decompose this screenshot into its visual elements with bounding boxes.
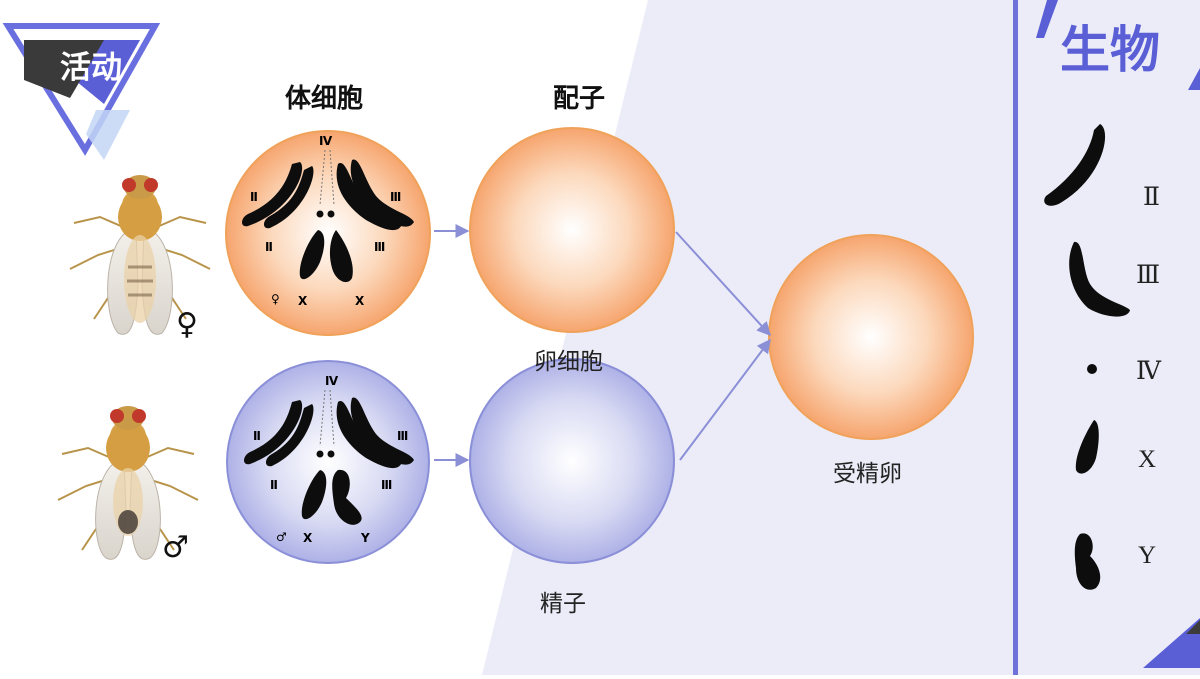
legend-label-iii: Ⅲ [1136, 262, 1161, 289]
male-mark-iii-lower: Ⅲ [381, 478, 393, 492]
female-chromosomes [242, 149, 414, 283]
activity-badge-label: 活动 [60, 50, 122, 86]
female-mark-x-left: X [298, 294, 308, 308]
female-mark-ii-upper: Ⅱ [250, 190, 258, 204]
subject-title: 生物 [1060, 21, 1160, 79]
side-divider [1013, 0, 1018, 675]
male-mark-iv: Ⅳ [325, 374, 339, 388]
male-mark-ii-upper: Ⅱ [253, 429, 261, 443]
female-somatic-cell [225, 130, 431, 336]
zygote-cell [768, 234, 974, 440]
corner-triangle [1143, 618, 1200, 668]
male-mark-sex: ♂ [276, 530, 287, 544]
sperm-label: 精子 [540, 591, 586, 617]
header-gamete: 配子 [553, 84, 606, 114]
female-mark-x-right: X [355, 294, 365, 308]
female-fly [69, 175, 211, 335]
legend-shapes [1044, 124, 1130, 590]
egg-cell-label: 卵细胞 [534, 349, 603, 375]
female-mark-iii-lower: Ⅲ [374, 240, 386, 254]
egg-cell [469, 127, 675, 333]
legend-label-iv: Ⅳ [1136, 358, 1161, 385]
corner-slash [1036, 0, 1058, 38]
male-symbol: ♂ [162, 530, 189, 565]
male-mark-iii-upper: Ⅲ [397, 429, 409, 443]
legend-chromosome-iv [1087, 364, 1097, 374]
female-mark-sex: ♀ [271, 292, 280, 306]
corner-triangle [1186, 620, 1200, 634]
male-mark-x-left: X [303, 531, 313, 545]
header-somatic-cell: 体细胞 [285, 84, 364, 114]
zygote-label: 受精卵 [833, 461, 902, 487]
male-chromosomes [244, 389, 414, 525]
male-somatic-cell [226, 360, 430, 564]
legend-label-y: Y [1138, 542, 1157, 569]
activity-badge [2, 23, 161, 160]
corner-slash [1188, 68, 1200, 90]
female-mark-iv: Ⅳ [319, 134, 333, 148]
legend-chromosome-x [1075, 420, 1099, 474]
male-fly [57, 406, 199, 560]
legend-chromosome-ii [1044, 124, 1106, 206]
legend-label-ii: Ⅱ [1143, 184, 1160, 211]
male-mark-ii-lower: Ⅱ [270, 478, 278, 492]
sperm-cell [469, 358, 675, 564]
fertilization-arrow-egg [675, 231, 771, 337]
fertilization-arrow-sperm [679, 338, 771, 461]
female-mark-iii-upper: Ⅲ [390, 190, 402, 204]
male-mark-y-right: Y [361, 531, 370, 545]
legend-chromosome-y [1074, 533, 1101, 590]
legend-chromosome-iii [1069, 241, 1130, 317]
female-symbol: ♀ [176, 307, 198, 342]
female-mark-ii-lower: Ⅱ [265, 240, 273, 254]
legend-label-x: X [1138, 446, 1157, 473]
arrows [434, 224, 771, 467]
